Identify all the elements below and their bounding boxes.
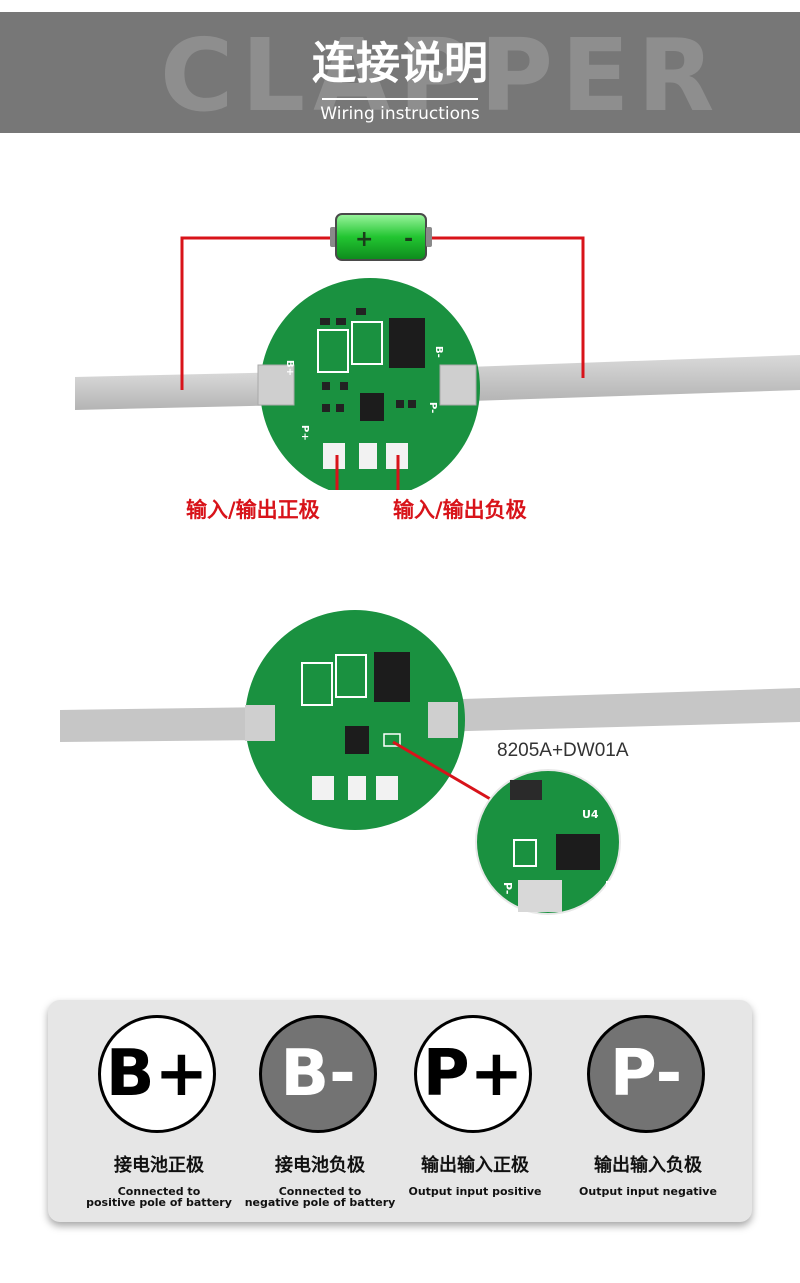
header-watermark-text: CLAPPER xyxy=(160,17,723,133)
zoom-label-pminus: P- xyxy=(501,882,514,894)
title-underline xyxy=(322,98,478,100)
bminus-symbol: B- xyxy=(259,1015,377,1133)
pplus-symbol: P+ xyxy=(414,1015,532,1133)
nickel-strip-right-2 xyxy=(432,688,800,732)
chip-model-label: 8205A+DW01A xyxy=(497,740,629,761)
zoom-magnifier: U4 P- B- xyxy=(475,769,621,915)
legend-zh-label: 输出输入负极 xyxy=(594,1155,702,1176)
legend-item-pplus: P+ 输出输入正极 Output input positive xyxy=(387,1000,563,1222)
zoom-pointer-line xyxy=(392,740,493,802)
wire-positive xyxy=(180,236,335,390)
label-io-positive: 输入/输出正极 xyxy=(186,498,320,522)
wiring-diagram: B+ B- P+ P- + - xyxy=(75,213,800,490)
pcb-board-2 xyxy=(245,610,465,830)
zoom-label-u4: U4 xyxy=(582,808,599,821)
legend-zh-label: 接电池负极 xyxy=(275,1155,365,1176)
svg-text:-: - xyxy=(404,227,413,252)
chip-detail-diagram: U4 P- B- xyxy=(60,610,800,915)
bplus-symbol: B+ xyxy=(98,1015,216,1133)
page-title: 连接说明 xyxy=(312,38,488,89)
board-label-pminus: P- xyxy=(427,402,438,413)
header-banner: CLAPPER 连接说明 Wiring instructions xyxy=(0,12,800,133)
board-label-pplus: P+ xyxy=(299,425,310,441)
board-label-bplus: B+ xyxy=(284,360,295,376)
wire-negative xyxy=(425,236,585,378)
battery-icon: + - xyxy=(330,213,432,261)
page-subtitle: Wiring instructions xyxy=(320,104,480,124)
nickel-strip-left-2 xyxy=(60,707,270,742)
legend-item-pminus: P- 输出输入负极 Output input negative xyxy=(560,1000,736,1222)
zoom-label-bminus: B- xyxy=(603,880,616,893)
pcb-board: B+ B- P+ P- xyxy=(257,278,480,490)
legend-en-label: Output input positive xyxy=(408,1185,542,1198)
nickel-strip-left xyxy=(75,372,290,410)
legend-zh-label: 接电池正极 xyxy=(114,1155,204,1176)
nickel-strip-right xyxy=(440,355,800,402)
label-io-negative: 输入/输出负极 xyxy=(393,498,527,522)
legend-en-label: Output input negative xyxy=(579,1185,717,1198)
pminus-symbol: P- xyxy=(587,1015,705,1133)
legend-zh-label: 输出输入正极 xyxy=(421,1155,529,1176)
board-label-bminus: B- xyxy=(433,346,444,358)
svg-text:+: + xyxy=(355,227,373,252)
